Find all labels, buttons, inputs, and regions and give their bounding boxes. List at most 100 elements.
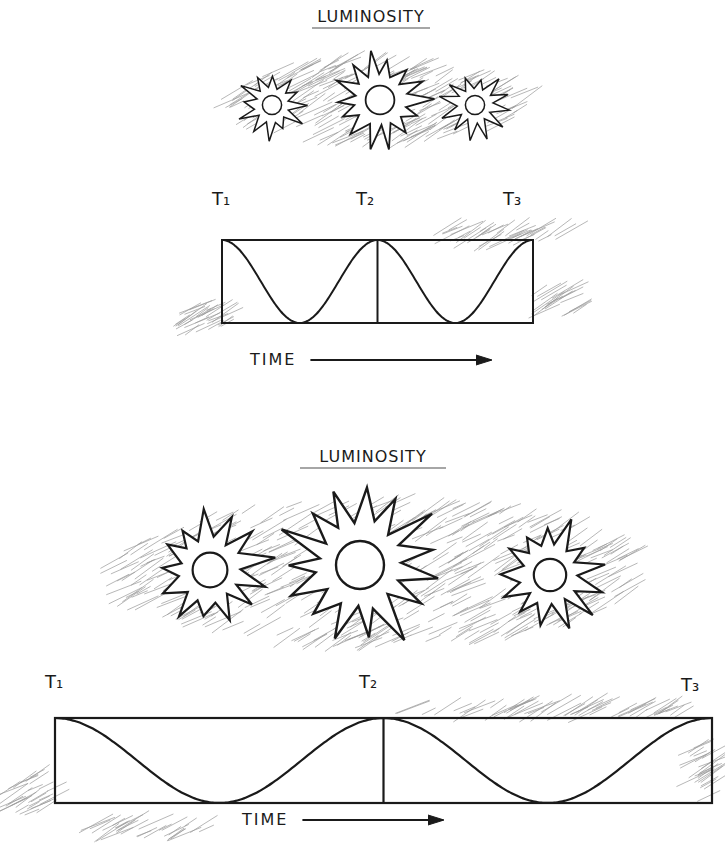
time-marker: T₂	[356, 190, 374, 208]
shading-stroke	[505, 217, 529, 235]
shading-stroke	[124, 536, 159, 551]
time-arrow	[310, 359, 490, 361]
shading-stroke	[422, 708, 436, 715]
shading-stroke	[513, 228, 546, 246]
shading-stroke	[96, 821, 129, 842]
shading-stroke	[694, 739, 714, 748]
shading-stroke	[337, 635, 351, 645]
shading-stroke	[185, 325, 199, 336]
time-marker: T₁	[45, 673, 63, 691]
shading-stroke	[315, 115, 332, 126]
shading-stroke	[469, 539, 489, 551]
shading-stroke	[490, 699, 503, 708]
shading-stroke	[552, 280, 583, 299]
shading-stroke	[556, 221, 588, 240]
shading-stroke	[79, 814, 113, 833]
shading-stroke	[674, 706, 693, 718]
shading-stroke	[468, 562, 484, 568]
shading-stroke	[462, 522, 487, 540]
shading-stroke	[309, 611, 331, 628]
shading-stroke	[208, 314, 228, 321]
shading-stroke	[482, 224, 508, 235]
shading-stroke	[403, 126, 435, 141]
shading-stroke	[489, 230, 524, 246]
shading-stroke	[433, 218, 461, 236]
arrow-head	[428, 815, 444, 825]
shading-stroke	[511, 87, 538, 98]
shading-stroke	[184, 306, 205, 314]
shading-stroke	[137, 831, 152, 837]
shading-stroke	[591, 591, 624, 613]
shading-stroke	[700, 779, 716, 788]
shading-stroke	[126, 591, 139, 597]
shading-stroke	[537, 283, 561, 296]
shading-stroke	[437, 131, 457, 139]
shading-stroke	[486, 234, 521, 250]
shading-stroke	[433, 602, 452, 611]
shading-stroke	[395, 700, 429, 713]
shading-stroke	[168, 827, 202, 840]
shading-stroke	[303, 128, 334, 143]
shading-stroke	[598, 535, 625, 549]
shading-stroke	[263, 528, 283, 538]
shading-stroke	[289, 576, 305, 583]
shading-stroke	[465, 631, 480, 640]
shading-stroke	[439, 627, 451, 635]
shading-stroke	[257, 533, 274, 544]
shading-stroke	[492, 704, 517, 715]
shading-stroke	[263, 544, 279, 550]
shading-stroke	[480, 599, 506, 608]
shading-stroke	[635, 709, 647, 718]
shading-stroke	[167, 828, 184, 841]
shading-stroke	[568, 707, 602, 722]
shading-stroke	[109, 587, 142, 603]
shading-stroke	[137, 586, 151, 594]
shading-stroke	[430, 500, 456, 517]
shading-stroke	[676, 770, 712, 787]
shading-stroke	[0, 784, 28, 806]
shading-stroke	[426, 635, 441, 641]
stars	[162, 51, 605, 640]
plot-frame	[55, 718, 712, 803]
shading-stroke	[286, 502, 301, 508]
shading-stroke	[698, 764, 718, 779]
shading-stroke	[494, 710, 507, 717]
shading-stroke	[562, 301, 592, 316]
shading-stroke	[464, 502, 491, 517]
shading-stroke	[560, 293, 583, 302]
shading-stroke	[570, 707, 588, 715]
shading-stroke	[426, 525, 441, 535]
shading-stroke	[442, 227, 457, 233]
period-divider	[382, 718, 384, 803]
shading-stroke	[244, 624, 260, 634]
shading-stroke	[127, 596, 158, 610]
star-core	[262, 95, 281, 114]
shading-stroke	[196, 320, 221, 332]
star-core	[465, 95, 484, 114]
shading-stroke	[580, 529, 602, 546]
shading-stroke	[452, 600, 489, 616]
shading-stroke	[590, 707, 607, 715]
shading-stroke	[279, 508, 294, 516]
shading-stroke	[28, 784, 43, 790]
shading-stroke	[453, 503, 466, 509]
shading-stroke	[462, 534, 481, 542]
shading-stroke	[313, 500, 337, 513]
shading-stroke	[100, 560, 127, 573]
shading-stroke	[185, 818, 197, 826]
shading-stroke	[247, 617, 281, 636]
shading-stroke	[290, 73, 320, 87]
period-divider	[377, 240, 379, 323]
shading-stroke	[27, 802, 39, 809]
shading-stroke	[530, 517, 550, 529]
plots	[55, 28, 712, 803]
shading-stroke	[471, 610, 491, 621]
star-core	[336, 541, 384, 589]
shading-stroke	[223, 621, 244, 630]
shading-stroke	[428, 613, 444, 621]
shading-stroke	[468, 555, 500, 578]
shading-stroke	[445, 513, 469, 522]
axis-label: TIME	[242, 812, 288, 828]
shading-stroke	[447, 537, 463, 543]
